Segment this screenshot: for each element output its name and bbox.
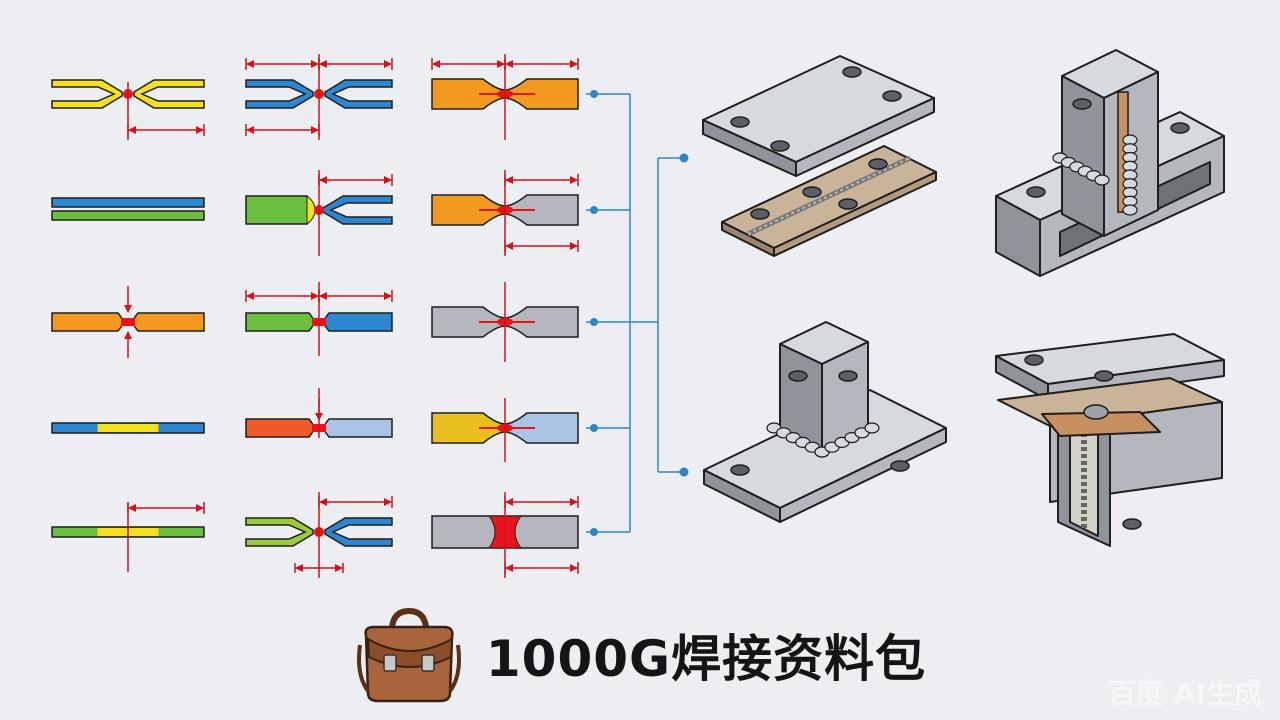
joint-cell-r2-c2 xyxy=(245,170,393,256)
joint-cell-r4-c2 xyxy=(245,388,393,438)
joint-part-left xyxy=(51,312,123,332)
bolt-hole xyxy=(730,116,750,128)
top-plate-side xyxy=(795,97,935,177)
bolt-hole xyxy=(882,90,902,102)
weld-bead-ripple xyxy=(1094,174,1110,186)
connector-node xyxy=(679,467,689,477)
connector-node xyxy=(590,90,598,98)
bolt-hole xyxy=(770,140,790,152)
joint-cell-r1-c3 xyxy=(431,54,579,140)
bolt-hole xyxy=(1094,370,1114,382)
joint-cell-r2-c1 xyxy=(51,197,205,221)
joint-cell-r3-c2 xyxy=(245,282,393,356)
joint-cell-r1-c1 xyxy=(51,79,205,140)
assembly-section-beam xyxy=(995,333,1225,547)
assembly-tee-post xyxy=(703,321,947,523)
bolt-hole xyxy=(868,158,888,170)
connector-node xyxy=(590,528,598,536)
joint-cell-r1-c2 xyxy=(245,54,393,140)
bolt-hole xyxy=(1122,518,1142,530)
assembly-lap-plates xyxy=(702,55,937,257)
joint-cell-r5-c3 xyxy=(431,492,579,578)
bolt-hole xyxy=(802,186,822,198)
joint-part-right xyxy=(324,79,393,109)
bolt-hole xyxy=(1026,186,1046,198)
joint-cell-r3-c3 xyxy=(431,282,579,362)
connector-node xyxy=(679,153,689,163)
joint-part-right xyxy=(324,418,393,438)
bolt-hole xyxy=(838,198,858,210)
bolt-hole xyxy=(842,66,862,78)
joint-part-left xyxy=(245,195,311,225)
joint-part-right xyxy=(133,79,205,109)
joint-cell-r5-c2 xyxy=(245,492,393,578)
title-banner: 1000G焊接资料包 xyxy=(0,600,1280,710)
joint-part-left xyxy=(51,79,123,109)
connector-node xyxy=(590,318,598,326)
joint-cell-r4-c1 xyxy=(51,422,205,434)
weld-bead-ripple xyxy=(864,422,880,434)
assembly-channel-bracket xyxy=(995,49,1225,277)
watermark: 百度 AI生成 xyxy=(1108,677,1262,710)
weld-bead-ripple xyxy=(1122,204,1138,216)
weld-bead xyxy=(121,318,135,326)
joint-cell-r5-c1 xyxy=(51,502,205,572)
joint-part-right xyxy=(133,312,205,332)
bolt-hole xyxy=(1072,98,1092,110)
bolt-hole xyxy=(788,370,808,382)
assembly-illustrations xyxy=(702,49,1225,547)
joint-part-left xyxy=(245,79,314,109)
connector-node xyxy=(590,424,598,432)
fillet-weld xyxy=(1083,404,1109,420)
bottom-plate-side xyxy=(773,171,937,257)
bolt-hole xyxy=(730,464,750,476)
bolt-hole xyxy=(1024,354,1044,366)
bolt-hole xyxy=(1170,122,1190,134)
joint-cell-r2-c3 xyxy=(431,170,579,256)
joint-cell-r3-c1 xyxy=(51,286,205,358)
bolt-hole xyxy=(890,460,910,472)
filler-wedge xyxy=(306,194,316,226)
base-plate-side xyxy=(779,427,947,523)
joint-cell-r4-c3 xyxy=(431,398,579,462)
joint-part-right xyxy=(324,517,393,547)
connector-node xyxy=(590,206,598,214)
connector-tree xyxy=(586,90,689,536)
joint-grid xyxy=(51,54,579,578)
joint-part-left xyxy=(245,517,314,547)
strip-insert xyxy=(97,424,159,432)
page-title: 1000G焊接资料包 xyxy=(485,630,927,688)
plate-bottom xyxy=(51,210,205,221)
joint-part-right xyxy=(324,312,393,332)
seam-weld xyxy=(746,155,912,237)
bolt-hole xyxy=(838,370,858,382)
leather-briefcase-icon xyxy=(356,607,461,703)
joint-part-left xyxy=(245,418,314,438)
joint-part-right xyxy=(322,195,393,225)
bolt-hole xyxy=(750,208,770,220)
joint-part-left xyxy=(245,312,314,332)
plate-top xyxy=(51,197,205,208)
